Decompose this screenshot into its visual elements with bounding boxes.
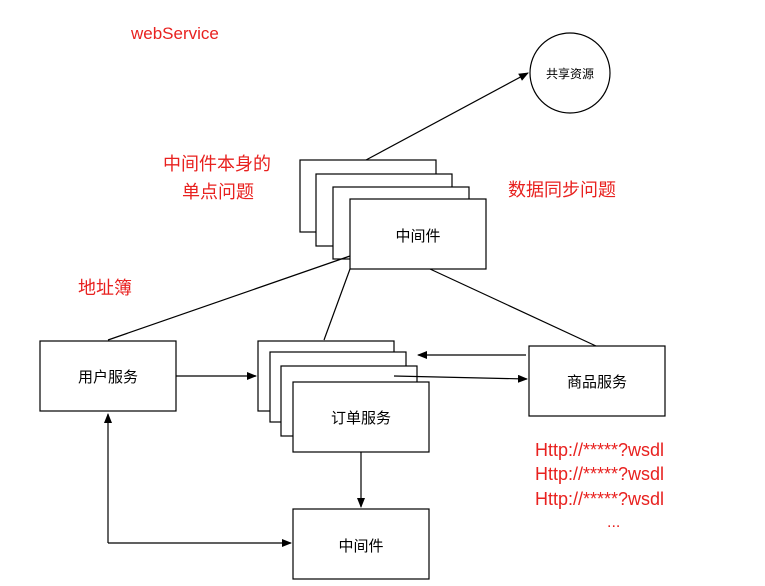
user-service-box — [39, 340, 177, 412]
line-middleware-order — [323, 268, 351, 341]
product-service-box — [528, 345, 666, 417]
address-book-note: 地址簿 — [78, 278, 132, 299]
single-point-note-line1: 中间件本身的 — [163, 154, 271, 175]
product-service-label: 商品服务 — [566, 373, 627, 391]
single-point-note-line2: 单点问题 — [182, 182, 254, 203]
user-service-label: 用户服务 — [77, 368, 138, 386]
line-middleware-user — [107, 255, 351, 341]
wsdl-url-1: Http://*****?wsdl — [535, 440, 665, 460]
order-service-label: 订单服务 — [330, 409, 391, 427]
wsdl-ellipsis: ... — [607, 514, 621, 531]
wsdl-url-3: Http://*****?wsdl — [535, 489, 665, 509]
middleware-top-label: 中间件 — [395, 227, 441, 245]
middleware-bottom-box — [292, 508, 430, 580]
data-sync-note: 数据同步问题 — [508, 180, 616, 201]
wsdl-url-2: Http://*****?wsdl — [535, 464, 665, 484]
arrow-order-to-product — [393, 374, 528, 383]
shared-resource-circle — [529, 32, 611, 114]
line-middleware-product — [429, 268, 597, 347]
diagram-title: webService — [131, 24, 219, 43]
middleware-top-box — [349, 198, 487, 270]
middleware-bottom-label: 中间件 — [338, 537, 384, 555]
shared-resource-label: 共享资源 — [546, 67, 595, 81]
arrow-middleware-to-shared — [365, 72, 529, 161]
